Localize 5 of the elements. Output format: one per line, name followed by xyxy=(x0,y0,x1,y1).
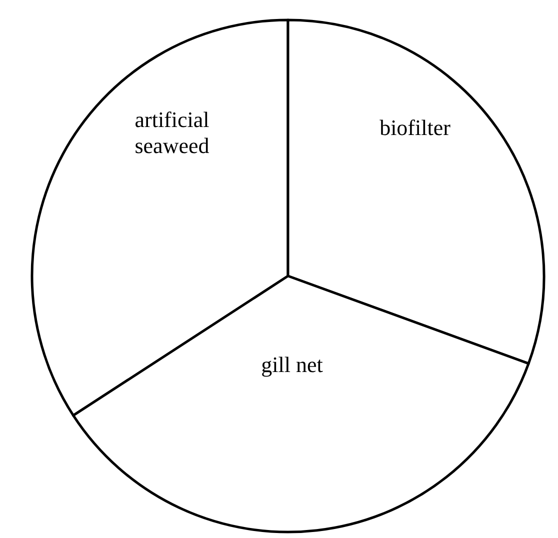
sector-label: biofilter xyxy=(380,115,450,141)
pie-sector xyxy=(31,18,290,417)
sector-label: artificial seaweed xyxy=(134,107,210,159)
pie-sector xyxy=(72,274,530,534)
sector-label: gill net xyxy=(261,352,323,378)
